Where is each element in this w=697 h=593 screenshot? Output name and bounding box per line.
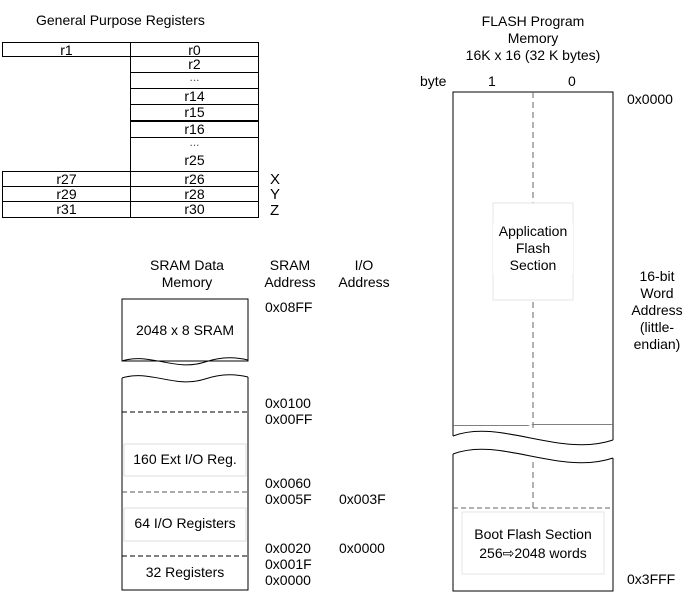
register-r16: r16 [184, 121, 205, 137]
word-address-line: Address [631, 302, 683, 318]
register-divider [130, 88, 259, 89]
application-flash-section: Application Flash Section [493, 223, 573, 274]
sram-address-0000: 0x0000 [265, 572, 311, 588]
application-flash-line1: Application [498, 223, 568, 239]
register-column-right-border [258, 57, 259, 171]
sram-address-001f: 0x001F [265, 556, 312, 572]
sram-title-line1: SRAM Data [150, 257, 224, 273]
io-address-header: I/O Address [332, 257, 396, 291]
application-flash-line2: Flash [515, 240, 551, 256]
flash-title: FLASH Program Memory 16K x 16 (32 K byte… [440, 13, 626, 64]
boot-flash-line1: Boot Flash Section [474, 526, 592, 542]
register-divider [130, 72, 259, 73]
register-ellipsis: ... [189, 135, 200, 149]
sram-title: SRAM Data Memory [128, 257, 246, 291]
sram-address-08ff: 0x08FF [265, 299, 313, 315]
byte-0-label: 0 [568, 73, 576, 89]
word-address-line: (little- [639, 319, 675, 335]
flash-title-line1: FLASH Program [481, 13, 585, 29]
sram-address-00ff: 0x00FF [265, 411, 313, 427]
sram-address-0060: 0x0060 [265, 475, 311, 491]
register-divider-thick [130, 120, 259, 122]
sram-address-0020: 0x0020 [265, 540, 311, 556]
register-ellipsis: ... [189, 70, 200, 84]
pointer-z-label: Z [270, 202, 280, 219]
io-address-003f: 0x003F [339, 491, 386, 507]
register-r25: r25 [184, 152, 205, 168]
register-r2: r2 [188, 56, 201, 72]
word-address-line: endian) [633, 336, 681, 352]
byte-1-label: 1 [488, 73, 496, 89]
ext-io-section-label: 160 Ext I/O Reg. [133, 451, 237, 467]
application-flash-line3: Section [509, 257, 557, 273]
io-address-0000: 0x0000 [339, 540, 385, 556]
byte-label: byte [420, 73, 447, 89]
sram-address-0100: 0x0100 [265, 395, 311, 411]
io-registers-section-label: 64 I/O Registers [134, 515, 236, 531]
sram-section-label: 2048 x 8 SRAM [135, 322, 235, 338]
sram-title-line2: Memory [161, 274, 213, 290]
gpr-title: General Purpose Registers [36, 12, 205, 28]
register-column-left-border [130, 57, 131, 171]
flash-address-0000: 0x0000 [627, 91, 673, 107]
word-address-line: Word [640, 285, 674, 301]
sram-address-header-line1: SRAM [269, 257, 311, 273]
register-r15: r15 [184, 104, 205, 120]
io-address-header-line1: I/O [354, 257, 374, 273]
registers-section-label: 32 Registers [145, 564, 225, 580]
sram-address-header: SRAM Address [258, 257, 322, 291]
register-r31: r31 [2, 201, 131, 218]
flash-title-line2: Memory [507, 30, 559, 46]
word-address-line: 16-bit [639, 268, 675, 284]
register-divider [130, 104, 259, 105]
sram-address-005f: 0x005F [265, 491, 312, 507]
flash-title-line3: 16K x 16 (32 K bytes) [465, 47, 601, 63]
io-address-header-line2: Address [338, 274, 390, 290]
register-r1: r1 [2, 42, 131, 57]
register-r0: r0 [130, 42, 259, 57]
boot-flash-section: Boot Flash Section 256⇨2048 words [462, 526, 604, 562]
boot-flash-line2: 256⇨2048 words [479, 545, 587, 561]
pointer-x-label: X [270, 171, 281, 188]
pointer-y-label: Y [270, 186, 281, 203]
sram-address-header-line2: Address [264, 274, 316, 290]
register-divider [130, 137, 259, 138]
register-r14: r14 [184, 88, 205, 104]
word-address-note: 16-bit Word Address (little- endian) [620, 268, 694, 353]
flash-address-3fff: 0x3FFF [627, 571, 676, 587]
register-r30: r30 [130, 201, 259, 218]
